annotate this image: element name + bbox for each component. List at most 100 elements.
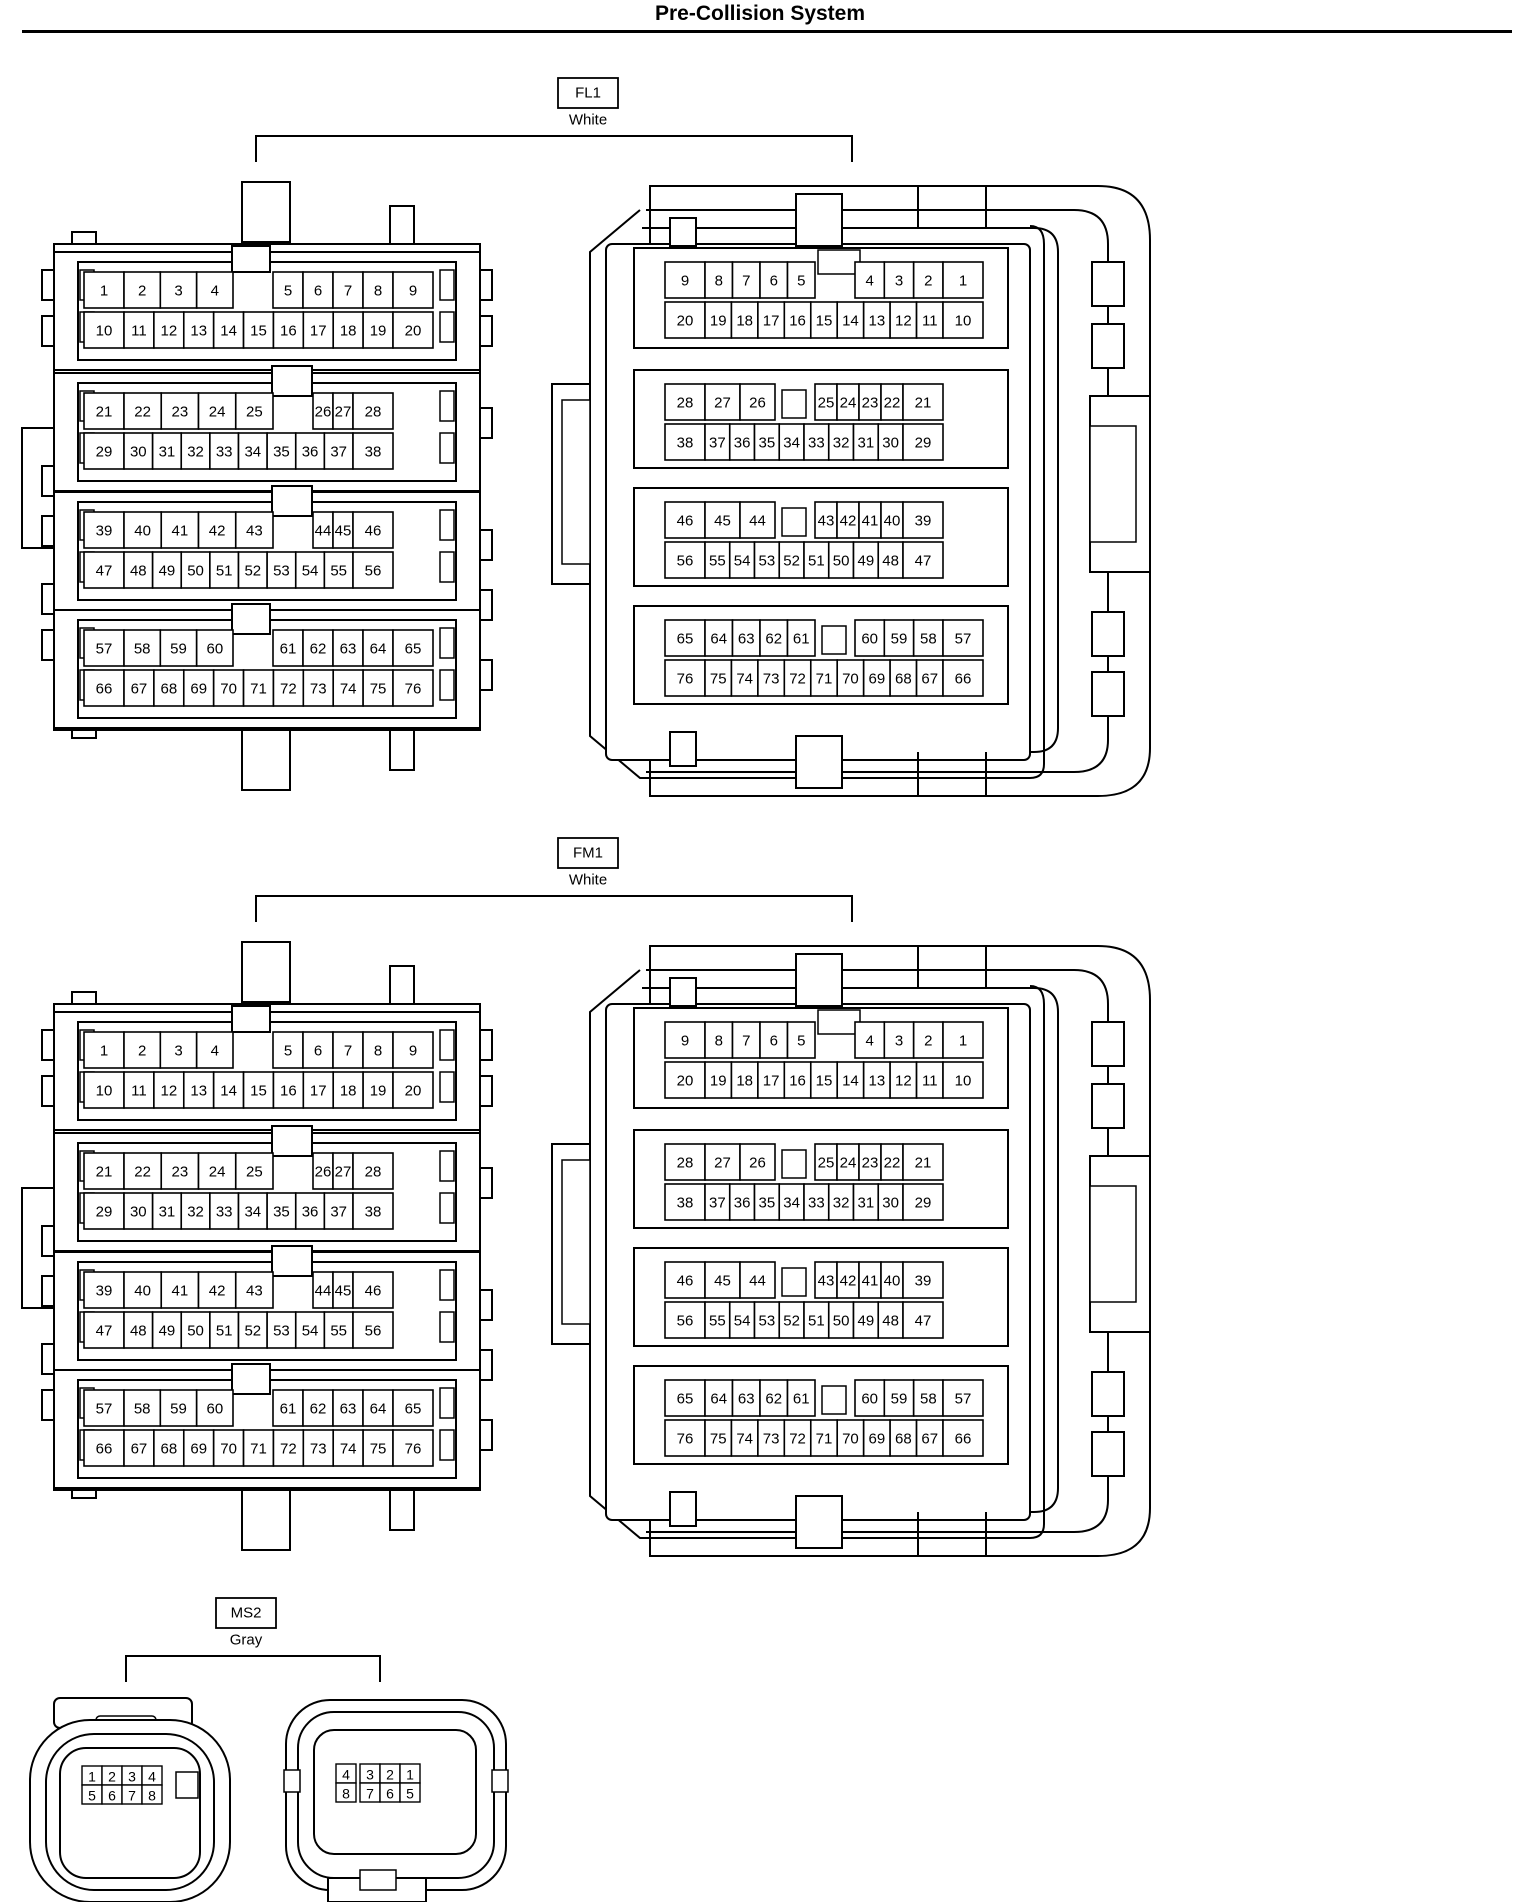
pin-number: 4	[865, 273, 873, 290]
pin-number: 40	[134, 523, 151, 540]
pin-number: 55	[709, 553, 726, 570]
pin-cell	[664, 1419, 706, 1457]
pin-number: 75	[370, 1441, 387, 1458]
pin-cell	[352, 511, 394, 549]
pin-number: 22	[134, 1164, 151, 1181]
pin-cell	[234, 511, 274, 549]
pin-number: 56	[365, 563, 382, 580]
pin-number: 47	[915, 1313, 932, 1330]
side-lock-inner	[561, 1159, 591, 1325]
top-tab	[389, 205, 415, 247]
pin-number: 18	[340, 323, 357, 340]
pin-number: 64	[370, 1401, 387, 1418]
pin-number: 23	[862, 1155, 879, 1172]
pin-cell	[915, 1419, 944, 1457]
pin-cell	[883, 1021, 915, 1059]
pin-number: 20	[677, 1073, 694, 1090]
pin-cell	[664, 423, 706, 461]
pin-cell	[753, 1301, 781, 1339]
pin-number: 40	[884, 1273, 901, 1290]
pin-number: 67	[921, 671, 938, 688]
connector-color: Gray	[230, 1632, 263, 1649]
pin-number: 72	[789, 671, 806, 688]
pin-number: 73	[310, 1441, 327, 1458]
pin-number: 68	[160, 681, 177, 698]
pin-cell	[852, 423, 880, 461]
pin-cell	[942, 1379, 984, 1417]
pin-number: 36	[302, 444, 319, 461]
pin-number: 6	[386, 1786, 394, 1802]
bottom-latch	[795, 735, 843, 789]
connector-shell	[649, 185, 1151, 797]
frame-notch	[439, 509, 455, 541]
pin-number: 24	[840, 1155, 857, 1172]
bottom-tab	[389, 1489, 415, 1531]
pin-number: 44	[315, 523, 332, 540]
pin-number: 2	[386, 1767, 394, 1783]
pin-number: 29	[96, 444, 113, 461]
connector-id: FL1	[575, 85, 601, 102]
pin-number: 31	[159, 1204, 176, 1221]
pin-cell	[704, 1061, 733, 1099]
pin-cell	[836, 659, 865, 697]
pin-number: 25	[818, 1155, 835, 1172]
pin-cell	[739, 1261, 776, 1299]
pin-cell	[759, 619, 789, 657]
pin-cell	[664, 301, 706, 339]
pin-cell	[704, 261, 734, 299]
pin-number: 70	[842, 1431, 859, 1448]
pin-cell	[362, 1071, 394, 1109]
pin-cell	[739, 501, 776, 539]
pin-number: 71	[250, 681, 267, 698]
pin-number: 35	[273, 1204, 290, 1221]
pin-cell	[302, 311, 335, 349]
pin-cell	[352, 551, 394, 589]
pin-cell	[786, 1021, 816, 1059]
pin-number: 3	[895, 1033, 903, 1050]
pin-number: 19	[370, 1083, 387, 1100]
frame-notch	[439, 390, 455, 422]
pin-cell	[83, 511, 125, 549]
pin-number: 48	[130, 1323, 147, 1340]
pin-number: 24	[840, 395, 857, 412]
pin-number: 34	[244, 444, 261, 461]
pin-cell	[180, 1192, 211, 1230]
pin-cell	[854, 1379, 886, 1417]
side-window	[1091, 323, 1125, 369]
pin-number: 72	[280, 1441, 297, 1458]
pin-cell	[234, 1152, 274, 1190]
pin-number: 56	[677, 553, 694, 570]
pin-number: 29	[96, 1204, 113, 1221]
pin-number: 30	[882, 435, 899, 452]
pin-number: 37	[330, 444, 347, 461]
pin-number: 4	[211, 283, 219, 300]
title-divider	[22, 30, 1512, 33]
pin-cell	[294, 1311, 326, 1349]
pin-cell	[836, 1061, 865, 1099]
pin-number: 71	[250, 1441, 267, 1458]
pin-number: 39	[96, 523, 113, 540]
key-notch	[781, 389, 807, 419]
pin-number: 70	[220, 681, 237, 698]
pin-number: 8	[148, 1788, 156, 1804]
pin-cell	[664, 659, 706, 697]
pin-cell	[323, 432, 354, 470]
pin-number: 69	[190, 1441, 207, 1458]
key-notch	[781, 507, 807, 537]
pin-number: 39	[96, 1283, 113, 1300]
pin-cell	[197, 511, 237, 549]
pin-number: 33	[216, 1204, 233, 1221]
pin-cell	[852, 541, 880, 579]
side-window	[1091, 1021, 1125, 1067]
pin-cell	[852, 1301, 880, 1339]
pin-number: 44	[315, 1283, 332, 1300]
pin-number: 64	[710, 631, 727, 648]
pin-cell	[272, 629, 304, 667]
pin-number: 73	[310, 681, 327, 698]
pin-number: 66	[955, 671, 972, 688]
pin-cell	[902, 383, 944, 421]
pin-cell	[392, 1429, 434, 1467]
pin-cell	[123, 1389, 162, 1427]
pin-number: 76	[677, 671, 694, 688]
